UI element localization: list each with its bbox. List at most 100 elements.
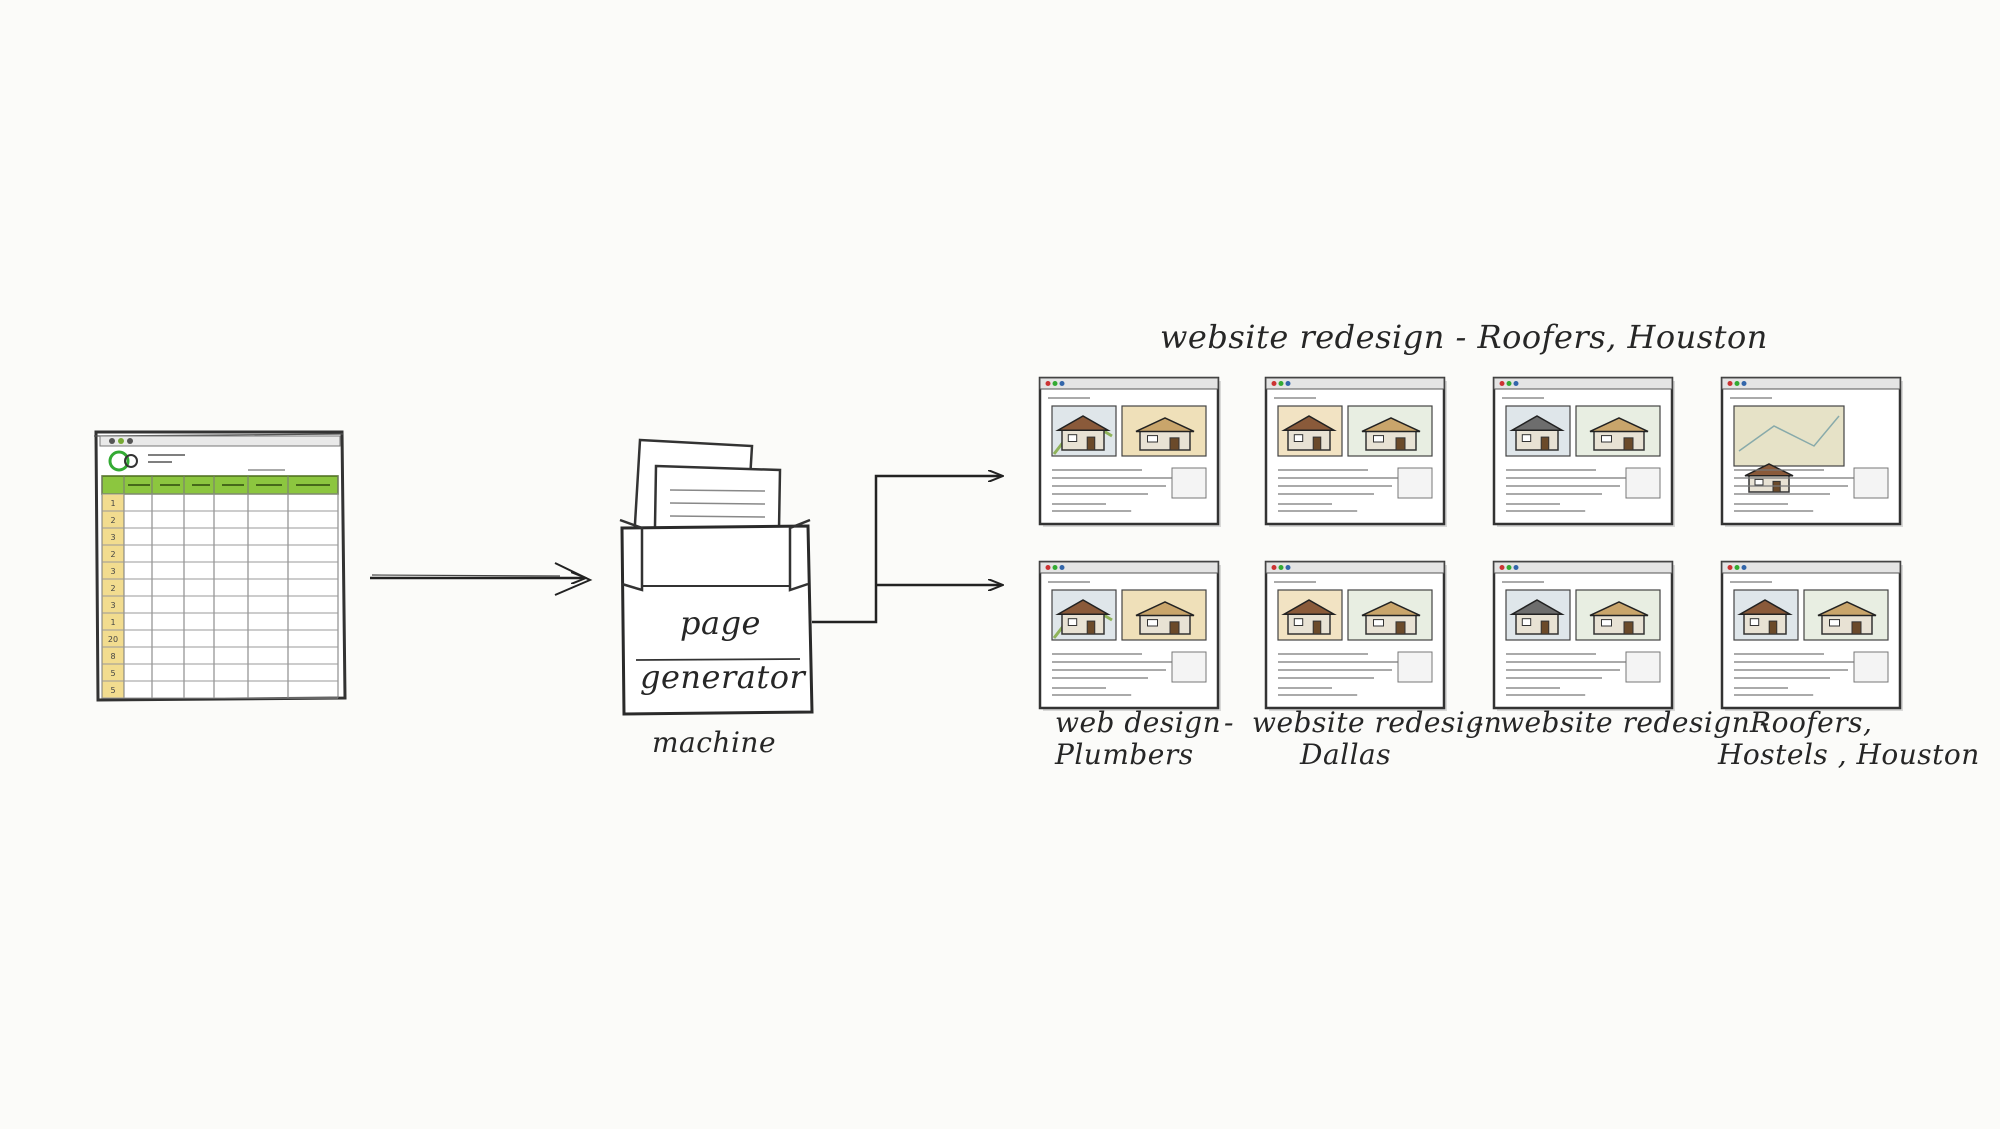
arrow-to-top-pages [812,476,1002,624]
map-road [1738,415,1840,452]
house-door [1623,621,1634,635]
browser-dot [1271,381,1277,386]
arrow-sketch-line [371,574,561,577]
browser-dot [1727,565,1733,570]
house-roof [1361,417,1421,433]
machine-right-flap [788,518,811,592]
spreadsheet-logo-icon [108,450,130,472]
house-window [1373,435,1384,443]
website-thumbnail [1038,376,1221,527]
page-generator-machine [619,438,814,716]
house-window [1067,618,1078,627]
website-thumbnail [1038,560,1221,711]
caption-3-line1: website redesign - [1500,706,1770,739]
house-roof [1589,417,1649,433]
sidebar-box [1853,467,1889,499]
sidebar-box [1397,651,1433,683]
house-roof [1281,415,1337,432]
browser-bar [1721,377,1901,390]
browser-bar [1493,377,1673,390]
browser-dot [1734,381,1740,386]
house-door [1086,436,1096,451]
browser-dot [1499,565,1505,570]
caption-1-line2: Plumbers [1055,738,1194,771]
house-window [1521,618,1532,627]
house-roof [1361,601,1421,617]
house-roof [1509,415,1565,432]
browser-dot [1059,381,1065,386]
website-thumbnail [1720,376,1903,527]
house-door [1086,620,1096,635]
house-window [1521,434,1532,443]
sidebar-box [1397,467,1433,499]
browser-bar [1265,561,1445,574]
house-door [1768,620,1778,635]
house-door [1540,436,1550,451]
browser-dot [1052,381,1058,386]
caption-4-line2: Hostels , Houston [1718,738,1980,771]
arrowhead-icon [554,562,593,596]
house-window [1293,434,1304,443]
row-number: 20 [108,635,118,644]
spreadsheet-title-bar [99,435,341,447]
browser-bar [1039,561,1219,574]
sidebar-box [1171,467,1207,499]
machine-label-line1: page [680,604,761,642]
house-roof [1135,417,1195,433]
caption-3-separator: - [1474,706,1484,739]
browser-dot [1506,565,1512,570]
browser-dot [1285,565,1291,570]
house-door [1772,480,1781,493]
house-door [1169,621,1180,635]
browser-bar [1493,561,1673,574]
row-number: 3 [110,601,115,610]
browser-bar [1265,377,1445,390]
house-door [1312,620,1322,635]
house-roof [1055,415,1111,432]
browser-dot [1052,565,1058,570]
window-dot [118,438,124,444]
spreadsheet-logo-icon [124,454,138,468]
top-caption: website redesign - Roofers, Houston [1160,318,1768,356]
browser-dot [1278,565,1284,570]
browser-dot [1727,381,1733,386]
website-thumbnail [1720,560,1903,711]
browser-dot [1741,381,1747,386]
website-thumbnail [1264,376,1447,527]
paper-lines [669,489,766,544]
house-roof [1135,601,1195,617]
browser-dot [1271,565,1277,570]
row-number: 3 [110,567,115,576]
browser-dot [1045,565,1051,570]
sidebar-box [1625,467,1661,499]
website-thumbnail [1492,376,1675,527]
browser-dot [1741,565,1747,570]
generated-pages [1038,376,1903,711]
website-thumbnail [1492,560,1675,711]
browser-dot [1506,381,1512,386]
browser-dot [1513,565,1519,570]
house-roof [1281,599,1337,616]
sidebar-box [1853,651,1889,683]
house-window [1147,435,1158,443]
browser-dot [1499,381,1505,386]
browser-bar [1039,377,1219,390]
row-number: 2 [110,550,115,559]
caption-4-line1: Roofers, [1750,706,1873,739]
house-roof [1509,599,1565,616]
row-number: 8 [110,652,115,661]
row-number: 2 [110,584,115,593]
spreadsheet-frame [94,430,347,702]
browser-dot [1285,381,1291,386]
row-number: 3 [110,533,115,542]
machine-label-line2: generator [640,658,806,696]
house-window [1067,434,1078,443]
row-number: 5 [110,686,115,695]
house-roof [1055,599,1111,616]
browser-dot [1513,381,1519,386]
machine-caption: machine [652,726,777,759]
browser-dot [1278,381,1284,386]
